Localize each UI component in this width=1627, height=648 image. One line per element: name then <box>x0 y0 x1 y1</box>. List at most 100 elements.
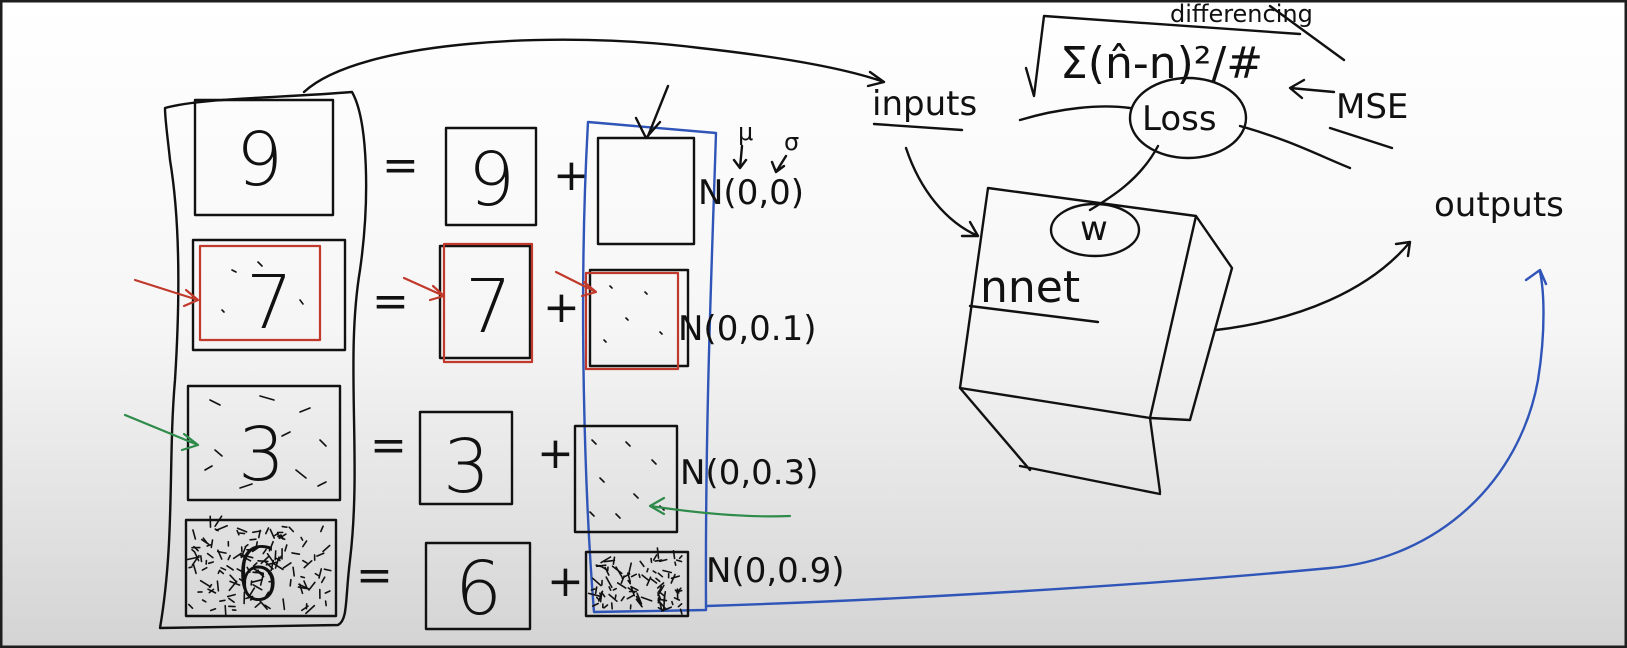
plus-3: + <box>537 428 574 479</box>
noise-stroke <box>254 601 262 609</box>
arrow-mse <box>1288 78 1336 100</box>
noise-stroke <box>267 572 275 580</box>
noise-stroke <box>678 554 683 560</box>
noise-stroke <box>200 555 203 563</box>
outputs-label: outputs <box>1434 185 1564 225</box>
noise-stroke <box>615 566 623 578</box>
sigma-label: σ <box>784 128 799 156</box>
noise-stroke <box>264 527 270 535</box>
digit-3: 3 <box>238 412 285 498</box>
noise-stroke <box>228 597 235 604</box>
equals-3: = <box>370 420 407 471</box>
noise-stroke <box>289 578 292 587</box>
noise-stroke <box>656 547 660 559</box>
noise-label-2: N(0,0.1) <box>678 309 816 349</box>
noise-stroke <box>241 554 254 559</box>
noise-stroke <box>620 575 625 585</box>
noise-stroke <box>252 583 263 591</box>
noise-stroke <box>652 554 658 561</box>
noise-stroke <box>288 526 295 533</box>
noise-stroke <box>210 539 214 549</box>
noise-stroke <box>214 515 223 528</box>
noise-stroke <box>227 554 231 561</box>
clean-box-7 <box>438 244 532 360</box>
noise-stroke <box>599 591 603 603</box>
noise-stroke <box>303 559 313 569</box>
noise-stroke <box>300 605 309 612</box>
noise-stroke <box>316 552 325 557</box>
clean-digit-3: 3 <box>443 424 490 510</box>
clean-box-red-7 <box>442 242 534 364</box>
noise-stroke <box>675 559 683 563</box>
noise-stroke <box>603 604 609 609</box>
noise-stroke <box>662 596 666 610</box>
noise-stroke <box>640 596 653 602</box>
noise-stroke <box>247 587 256 599</box>
noise-stroke <box>216 580 220 592</box>
noise-stroke <box>199 579 212 588</box>
noise-stroke <box>620 595 625 602</box>
noise-stroke <box>215 524 228 532</box>
noise-stroke <box>308 581 316 591</box>
noise-stroke <box>192 563 197 575</box>
noise-stroke <box>191 554 200 567</box>
red-arrow-middle <box>402 276 446 302</box>
equals-4: = <box>356 550 393 601</box>
noise-stroke <box>291 552 301 556</box>
noise-stroke <box>303 580 309 590</box>
clean-box-3 <box>418 410 514 506</box>
noise-stroke <box>635 598 643 608</box>
noise-stroke <box>587 592 602 598</box>
noise-stroke <box>672 549 676 560</box>
noise-stroke <box>324 590 331 594</box>
plus-4: + <box>547 556 584 607</box>
noise-stroke <box>610 602 614 610</box>
mse-label: MSE <box>1336 87 1408 127</box>
sample-group-outline <box>158 90 368 630</box>
green-arrow-left <box>123 413 200 452</box>
loss-label: Loss <box>1142 99 1217 139</box>
noise-stroke <box>201 599 207 603</box>
equals-2: = <box>372 276 409 327</box>
noise-stroke <box>219 570 225 575</box>
arrow-inputs-to-nnet <box>904 146 980 238</box>
digit-box-6 <box>184 518 338 618</box>
noise-stroke <box>601 592 606 598</box>
noise-stroke <box>652 570 657 574</box>
noise-stroke <box>595 564 603 568</box>
noise-stroke <box>278 533 287 540</box>
noise-stroke <box>194 551 200 562</box>
noise-stroke <box>252 562 258 567</box>
noise-stroke <box>249 597 255 601</box>
noise-stroke <box>636 592 643 605</box>
loss-formula: Σ(n̂-n)²/# <box>1060 38 1263 89</box>
noise-box-4 <box>584 550 690 618</box>
arrow-nnet-to-outputs <box>1214 240 1412 332</box>
noise-stroke <box>226 564 234 571</box>
noise-box-1 <box>596 136 696 246</box>
input-line-to-loss <box>1018 105 1132 122</box>
noise-stroke <box>220 566 227 571</box>
noise-stroke <box>229 574 238 583</box>
clean-digit-7: 7 <box>465 264 512 350</box>
arc-to-inputs <box>302 38 886 94</box>
clean-box-9 <box>444 126 538 227</box>
noise-stroke <box>217 569 221 575</box>
noise-stroke <box>320 576 326 584</box>
noise-box-red-2 <box>584 271 680 371</box>
noise-stroke <box>658 585 663 592</box>
red-arrow-left <box>133 278 200 308</box>
noise-stroke <box>318 568 323 579</box>
loss-to-weights <box>1088 144 1160 212</box>
nnet-box <box>958 186 1234 496</box>
noise-stroke <box>646 567 649 573</box>
noise-stroke <box>298 583 304 595</box>
noise-stroke <box>282 598 286 611</box>
noise-stroke <box>590 588 596 591</box>
noise-label-3: N(0,0.3) <box>680 453 818 493</box>
noise-stroke <box>284 544 288 552</box>
noise-stroke <box>260 556 270 565</box>
noise-stroke <box>626 594 635 600</box>
